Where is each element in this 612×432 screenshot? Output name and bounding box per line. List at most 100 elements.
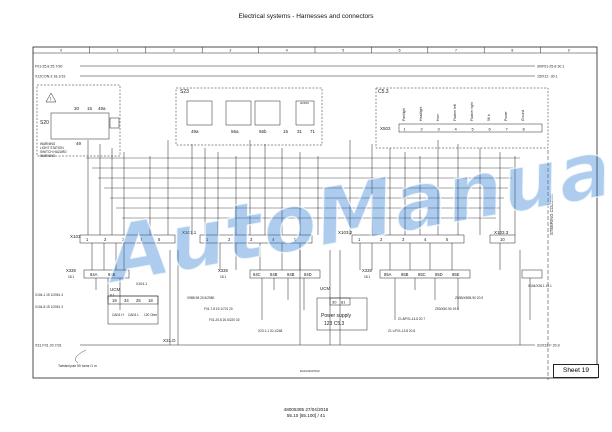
page-title: Electrical systems - Harnesses and conne…: [238, 13, 374, 20]
x338-pin: 85D: [435, 272, 443, 277]
power-supply-line2: 123 C5.3: [324, 321, 345, 327]
x338-b-label: X338: [218, 268, 228, 273]
svg-text:!: !: [50, 97, 51, 103]
footer-page-ref: 55.10 [55.100] / 41: [286, 413, 326, 418]
hazard-warning-icon: [45, 92, 57, 103]
x103-pin: 5: [158, 237, 161, 242]
column-index-7: 7: [455, 49, 457, 53]
x103-pin: 1: [86, 237, 89, 242]
x103-3-label: X103.3: [494, 230, 509, 235]
x103-pin: 4: [140, 237, 143, 242]
ucm-a-signal: CAN1 H: [112, 313, 124, 317]
x103-2-label: X103.2: [338, 230, 353, 235]
c5-label: C5.3: [378, 89, 389, 95]
x31-label: X31.D: [163, 338, 176, 343]
c5-function: Power: [504, 111, 508, 121]
x338-pin: 84D: [304, 272, 312, 277]
x103-pin: 10: [500, 237, 505, 242]
drawing-frame: [32, 46, 598, 379]
ref-3: X98B.98 20.5/2980: [187, 296, 215, 300]
power-supply-line1: Power supply: [321, 313, 352, 319]
x503-label: X503: [380, 126, 391, 131]
ucm-a-pin: 25: [136, 298, 141, 303]
x338-pin: 84B: [108, 272, 116, 277]
x503-pin: 8: [523, 127, 526, 132]
column-index-8: 8: [511, 49, 513, 53]
ref-9: Z50/X50-90 19.9: [435, 307, 459, 311]
ref-11: X104/X28.1 10.1: [528, 284, 552, 288]
column-index-0: 0: [60, 49, 62, 53]
ref-1: X104-1 15 1/2061 4: [35, 293, 63, 297]
c5-function: 56 b: [487, 114, 491, 121]
x338-pin: 85A: [384, 272, 392, 277]
s20-pin-49: 49: [76, 141, 82, 146]
x103-pin: 2: [380, 237, 383, 242]
x503-pin: 6: [489, 127, 492, 132]
x103-pin: 5: [446, 237, 449, 242]
x103-pin: 4: [272, 237, 275, 242]
x103-pin: 2: [228, 237, 231, 242]
column-index-9: 9: [568, 49, 570, 53]
s20-pin-49a: 49a: [98, 106, 106, 111]
x503-pin: 5: [472, 127, 475, 132]
x503-pin: 3: [438, 127, 441, 132]
ucm-a-extra: X104.1: [136, 282, 147, 286]
x503-pin: 4: [455, 127, 458, 132]
ucm-b-pin-30: 30: [332, 300, 337, 305]
x338-pin: 84A: [90, 272, 98, 277]
x338-a-sub: 18.1: [68, 275, 74, 279]
s23-pin: 71: [310, 129, 316, 134]
component-ucm-b: UCM 30 81 Power supply 123 C5.3: [316, 286, 368, 331]
column-index-2: 2: [173, 49, 175, 53]
s23-pin: 15: [283, 129, 289, 134]
x338-a-label: X338: [66, 268, 76, 273]
x338-c-sub: 18.1: [364, 275, 370, 279]
s23-pin: 31: [297, 129, 303, 134]
column-index-4: 4: [286, 49, 288, 53]
x103-pin: 2: [104, 237, 107, 242]
ref-7: Z1 L/F01-13.8 20.8: [388, 329, 415, 333]
c5-function: Headlight: [419, 107, 423, 121]
s23-pin: 56a: [231, 129, 239, 134]
ucm-a-signal: CAN1 L: [128, 313, 139, 317]
s23-pin: 56b: [259, 129, 267, 134]
x338-pin: 85B: [401, 272, 409, 277]
c5-function: Flasher right: [470, 102, 474, 121]
reference-labels: X104-1 15 1/2061 4 X104-8 15 1/2061 3 X9…: [35, 284, 552, 333]
c5-function: Parklight: [402, 108, 406, 121]
ref-5: F01-20.8 20.5/220 30: [209, 318, 240, 322]
x338-b-sub: 18.1: [220, 275, 226, 279]
x338-pin: 85E: [452, 272, 460, 277]
ucm-a-signal: 120 Ohm: [144, 313, 157, 317]
x503-pin: 2: [421, 127, 424, 132]
ref-10: Z50B/X50B-90 20.5: [455, 296, 483, 300]
c5-function: Flasher left: [453, 104, 457, 121]
signal-bottom-left: X31.F01 20.7/31: [35, 344, 62, 348]
signal-bottom-right: 31/X31.F 20.9: [537, 344, 560, 348]
column-index-1: 1: [117, 49, 119, 53]
c5-function: Horn: [436, 114, 440, 121]
x103-1-label: X103.1: [182, 230, 197, 235]
x503-pin: 7: [506, 127, 509, 132]
x103-pin: 1: [206, 237, 209, 242]
x103-pin: 3: [250, 237, 253, 242]
ref-8: Z1.8/F01-14.8 20.7: [398, 317, 425, 321]
sheet-label: Sheet 19: [553, 364, 599, 378]
steering-column-label: STEERING COLUMN: [549, 194, 554, 235]
x103-pin: 1: [358, 237, 361, 242]
x338-pin: 84B: [287, 272, 295, 277]
s20-pin-15: 15: [87, 106, 93, 111]
ucm-a-sub: 5.1: [110, 294, 115, 298]
x338-pin: 85C: [418, 272, 426, 277]
column-index-3: 3: [229, 49, 231, 53]
c5-function: Ground: [521, 110, 525, 121]
ref-6: X23.1.1 20.1/248: [258, 329, 283, 333]
